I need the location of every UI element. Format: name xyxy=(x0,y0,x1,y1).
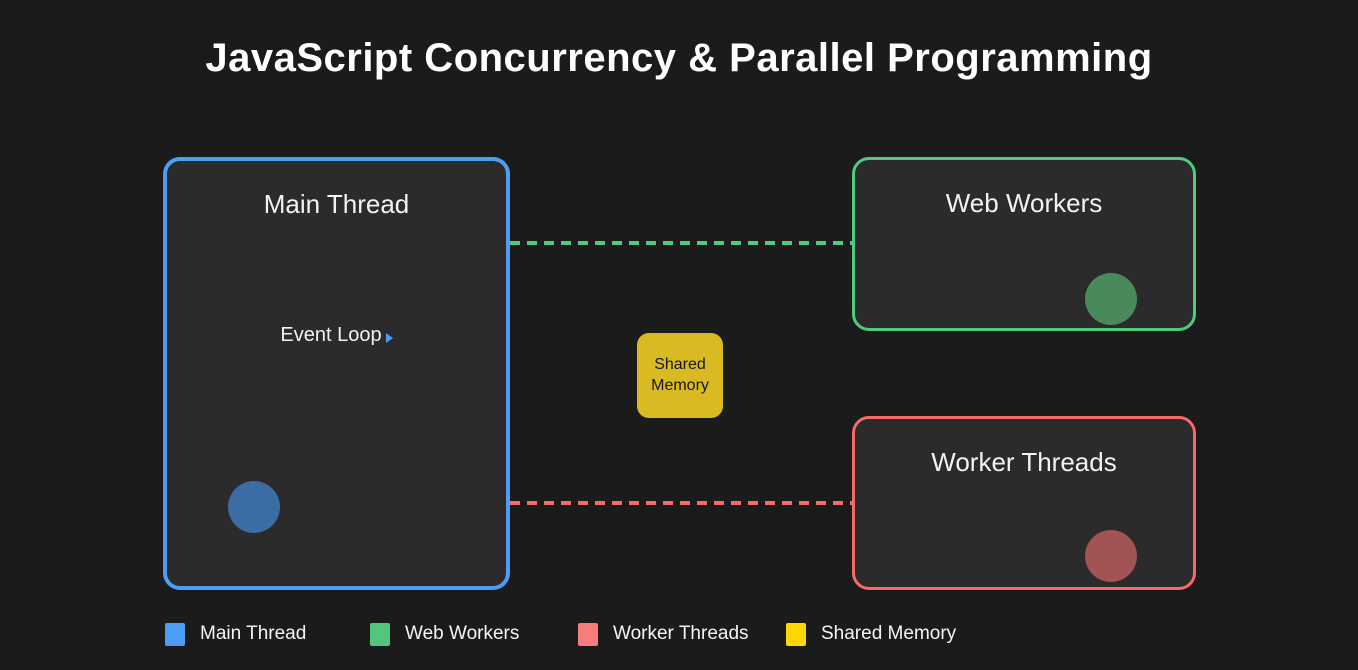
worker-threads-label: Worker Threads xyxy=(931,447,1117,477)
web-workers-node: Web Workers xyxy=(852,157,1196,331)
worker-threads-circle xyxy=(1085,530,1137,582)
legend-item-web-workers: Web Workers xyxy=(370,621,519,647)
connector-main-to-web-workers xyxy=(510,241,852,245)
legend-item-shared-memory: Shared Memory xyxy=(786,621,956,647)
legend-item-main-thread: Main Thread xyxy=(165,621,306,647)
legend-swatch-web-workers xyxy=(370,622,390,646)
worker-threads-node: Worker Threads xyxy=(852,416,1196,590)
legend-item-worker-threads: Worker Threads xyxy=(578,621,749,647)
legend-swatch-worker-threads xyxy=(578,622,598,646)
legend-label-shared-memory: Shared Memory xyxy=(821,623,957,644)
legend-swatch-shared-memory xyxy=(786,622,806,646)
shared-memory-node: Shared Memory xyxy=(637,333,723,418)
legend-label-worker-threads: Worker Threads xyxy=(613,623,749,644)
connector-main-to-worker-threads xyxy=(510,501,852,505)
legend-swatch-main-thread xyxy=(165,622,185,646)
web-workers-label: Web Workers xyxy=(945,188,1103,218)
main-thread-label: Main Thread xyxy=(263,189,410,219)
web-workers-circle xyxy=(1085,273,1137,325)
diagram-title: JavaScript Concurrency & Parallel Progra… xyxy=(205,36,1153,80)
event-loop-label: Event Loop xyxy=(280,324,382,346)
main-thread-circle xyxy=(228,481,280,533)
shared-memory-label: Shared Memory xyxy=(651,355,709,394)
event-loop-arrow-icon xyxy=(385,332,393,343)
event-loop: Event Loop xyxy=(167,324,506,347)
legend-label-main-thread: Main Thread xyxy=(200,623,307,644)
legend-label-web-workers: Web Workers xyxy=(405,623,520,644)
main-thread-node: Main Thread Event Loop xyxy=(163,157,510,590)
